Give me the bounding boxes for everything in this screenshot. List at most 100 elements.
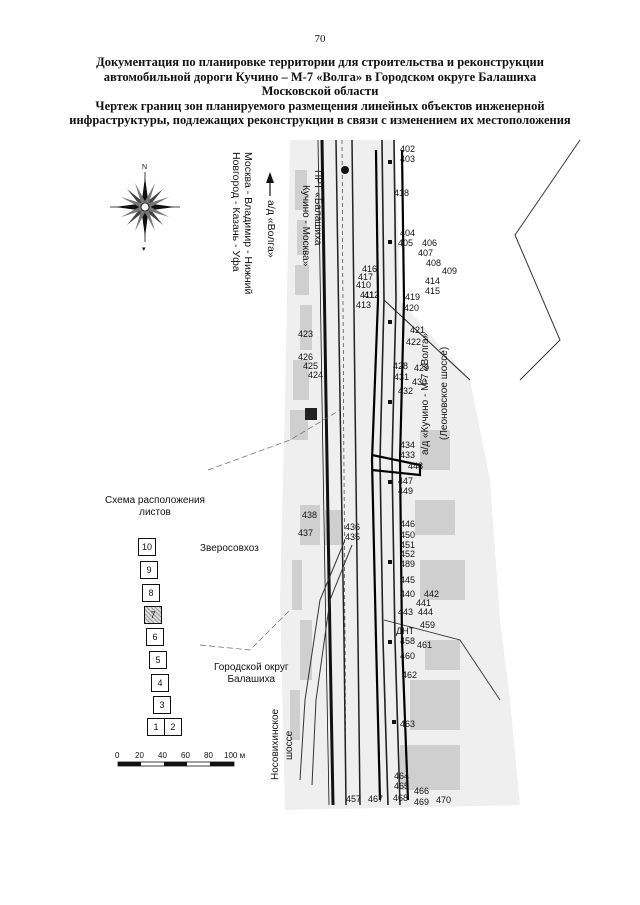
page-number: 70 [314, 33, 326, 45]
parcel-number: 470 [436, 795, 451, 805]
parcel-number: 418 [394, 188, 409, 198]
parcel-number: 402 [400, 144, 415, 154]
scale-bar [117, 761, 235, 767]
sheet-1[interactable]: 1 [147, 718, 165, 736]
sheet-8[interactable]: 8 [142, 584, 160, 602]
parcel-number: 421 [410, 325, 425, 335]
parcel-number: 449 [398, 486, 413, 496]
dnt-label: ДНТ [396, 626, 415, 636]
parcel-number: 464 [394, 771, 409, 781]
parcel-number: 468 [393, 793, 408, 803]
parcel-number: 446 [400, 519, 415, 529]
parcel-number: 425 [303, 361, 318, 371]
place-city-district: Городской округ Балашиха [214, 662, 289, 686]
kuchino-labels: а/д «Кучино - М-7 «Волга» (Леоновское шо… [420, 332, 450, 455]
parcel-number: 411 [360, 290, 374, 300]
scale-tick-20: 20 [135, 751, 144, 760]
scale-tick-80: 80 [204, 751, 213, 760]
planned-zone-boundary [370, 149, 422, 801]
sheet-6[interactable]: 6 [146, 628, 164, 646]
parcel-number: 412 [364, 290, 379, 300]
parcel-number: 422 [406, 337, 421, 347]
parcel-number: 452 [400, 549, 415, 559]
parcel-number: 467 [368, 794, 383, 804]
parcel-number: 448 [408, 461, 423, 471]
parcel-number: 445 [400, 575, 415, 585]
parcel-number: 443 [398, 607, 413, 617]
parcel-number: 410 [356, 280, 371, 290]
parcel-number: 409 [442, 266, 457, 276]
parcel-number: 457 [346, 794, 361, 804]
volga-route-label-2: Новгород - Казань - Уфа [230, 152, 242, 272]
volga-highway [335, 139, 361, 806]
railway-label-2: Кучино - Москва» [300, 185, 311, 267]
outer-boundary-line [514, 139, 581, 381]
parcel-number: 426 [298, 352, 313, 362]
parcel-number: 440 [400, 589, 415, 599]
kuchino-label: а/д «Кучино - М-7 «Волга» [420, 332, 431, 455]
sheet-10[interactable]: 10 [138, 538, 156, 556]
parcel-number: 447 [398, 476, 413, 486]
sheet-3[interactable]: 3 [153, 696, 171, 714]
scale-tick-60: 60 [181, 751, 190, 760]
header-line-2: автомобильной дороги Кучино – М-7 «Волга… [103, 69, 537, 84]
parcel-number: 444 [418, 607, 433, 617]
sheet-scheme-title-line-2: листов [139, 507, 171, 518]
sheet-scheme-title-line-1: Схема расположения [105, 495, 205, 506]
place-zverosovkhoz: Зверосовхоз [200, 543, 259, 554]
document-header: Документация по планировке территории дл… [40, 55, 600, 128]
railway-label: ПРТ «Балашиха [312, 170, 323, 246]
parcel-number: 462 [402, 670, 417, 680]
sheet-4[interactable]: 4 [151, 674, 169, 692]
district-boundary-2 [199, 609, 291, 651]
parcel-number: 415 [425, 286, 440, 296]
parcel-number: 431 [394, 372, 409, 382]
parcel-number: 469 [414, 797, 429, 807]
parcel-number: 416 [362, 264, 377, 274]
kuchino-label-2: (Леоновское шоссе) [439, 347, 450, 440]
place-city-line-1: Городской округ [214, 662, 289, 673]
parcel-number: 429 [414, 363, 429, 373]
parcel-numbers-right: 402 403 418 404 405 406 407 408 409 414 … [393, 144, 457, 807]
header-line-5: инфраструктуры, подлежащих реконструкции… [69, 113, 571, 127]
scale-tick-100: 100 м [224, 751, 246, 760]
sheet-9[interactable]: 9 [140, 561, 158, 579]
parcel-number: 430 [412, 377, 427, 387]
parcel-number: 458 [400, 636, 415, 646]
parcel-number: 433 [400, 450, 415, 460]
parcel-number: 450 [400, 530, 415, 540]
sheet-5[interactable]: 5 [149, 651, 167, 669]
parcel-number: 428 [393, 361, 408, 371]
compass-north-label: N [142, 164, 147, 171]
parcel-number: 417 [358, 272, 373, 282]
parcel-number: 451 [400, 540, 415, 550]
parcel-number: 463 [400, 719, 415, 729]
header-line-3: Московской области [261, 84, 379, 98]
sheet-7[interactable]: 7 [144, 606, 162, 624]
sheet-scheme-title: Схема расположения листов [85, 495, 225, 519]
nosovikha-labels: Носовихинское шоссе [270, 708, 295, 780]
header-line-1: Документация по планировке территории дл… [96, 55, 544, 69]
parcel-number: 413 [356, 300, 371, 310]
parcel-number: 423 [298, 329, 313, 339]
place-city-line-2: Балашиха [227, 674, 276, 685]
pylon-markers [305, 160, 396, 724]
sheet-2[interactable]: 2 [164, 718, 182, 736]
nosovikha-label: Носовихинское [270, 708, 281, 780]
parcel-number: 460 [400, 651, 415, 661]
parcel-number: 408 [426, 258, 441, 268]
scale-tick-0: 0 [115, 751, 120, 760]
volga-label: а/д «Волга» [265, 200, 277, 258]
railway-line [317, 139, 335, 806]
parcel-number: 435 [345, 532, 360, 542]
parcel-number: 420 [404, 303, 419, 313]
district-boundary [207, 409, 341, 471]
parcel-number: 432 [398, 386, 413, 396]
parcel-number: 419 [405, 292, 420, 302]
parcel-number: 436 [345, 522, 360, 532]
parcel-number: 407 [418, 248, 433, 258]
parcel-number: 489 [400, 559, 415, 569]
parcel-number: 434 [400, 440, 415, 450]
parcel-number: 442 [424, 589, 439, 599]
parcel-number: 403 [400, 154, 415, 164]
